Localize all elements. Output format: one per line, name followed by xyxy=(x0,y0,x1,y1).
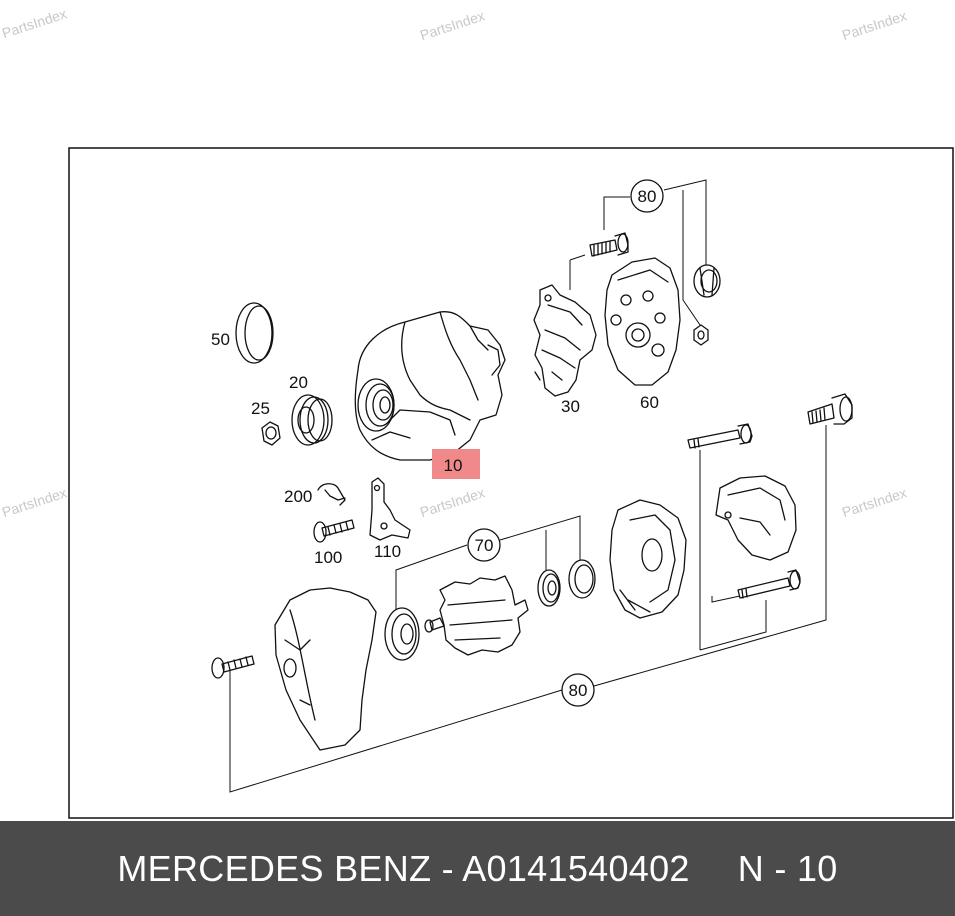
svg-text:10: 10 xyxy=(444,456,463,475)
part-70-front-bearing xyxy=(384,607,420,661)
part-70-ring xyxy=(568,559,596,599)
svg-text:80: 80 xyxy=(569,681,588,700)
part-number-footer: MERCEDES BENZ - A0141540402 N - 10 xyxy=(0,821,955,916)
svg-text:70: 70 xyxy=(475,536,494,555)
bolt-80-left xyxy=(211,655,255,679)
part-70-rotor xyxy=(424,575,529,656)
part-20-pulley xyxy=(291,394,333,446)
label-50: 50 xyxy=(211,330,230,349)
bolt-80-right xyxy=(807,393,853,425)
label-200: 200 xyxy=(284,487,312,506)
part-70-rear-bearing xyxy=(537,569,561,607)
callout-10-highlight: 10 xyxy=(432,449,480,479)
callout-70: 70 xyxy=(467,528,501,562)
footer-title: MERCEDES BENZ - A0141540402 xyxy=(117,847,690,889)
footer-position: N - 10 xyxy=(737,847,838,889)
part-200-clip xyxy=(317,483,346,506)
svg-text:80: 80 xyxy=(638,187,657,206)
label-100: 100 xyxy=(314,548,342,567)
label-110: 110 xyxy=(374,542,401,561)
part-30-voltage-regulator xyxy=(533,284,597,397)
part-60-rear-cover xyxy=(604,257,681,386)
stator-end-frame xyxy=(609,499,687,619)
rear-housing xyxy=(715,475,797,561)
part-10-alternator-assembly xyxy=(354,311,506,461)
part-50-cover-cap xyxy=(235,302,274,364)
part-80-small-nut xyxy=(693,324,709,346)
front-housing xyxy=(274,587,377,751)
part-25-nut xyxy=(261,421,281,446)
through-bolt-lower xyxy=(737,569,801,599)
through-bolt-upper xyxy=(687,423,753,449)
label-30: 30 xyxy=(561,397,580,416)
callout-80-top: 80 xyxy=(630,179,664,213)
part-110-bracket xyxy=(369,477,411,541)
label-20: 20 xyxy=(289,373,308,392)
diagram-frame xyxy=(68,147,954,819)
part-100-screw xyxy=(313,519,355,543)
part-80-bolt-top xyxy=(589,232,629,257)
label-60: 60 xyxy=(640,393,659,412)
part-80-flange-nut xyxy=(693,264,721,298)
label-25: 25 xyxy=(251,399,270,418)
callout-80-bottom: 80 xyxy=(561,673,595,707)
leader-lines xyxy=(229,179,827,793)
